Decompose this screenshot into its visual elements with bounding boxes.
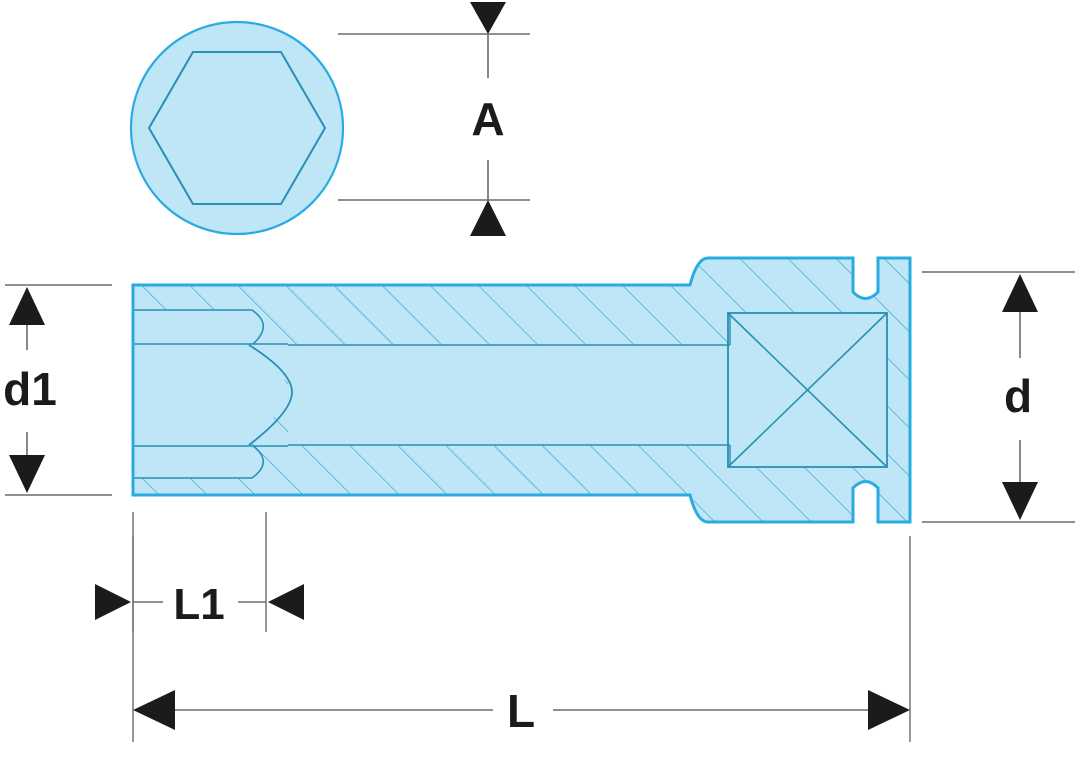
hex-relief-upper — [133, 310, 263, 344]
hex-flank-curve-mid — [248, 344, 293, 446]
dimension-L-label: L — [507, 685, 535, 737]
dimension-L1-label: L1 — [173, 580, 224, 629]
dimension-L-arrow-left — [133, 690, 175, 730]
end-view-hexagon — [147, 51, 327, 205]
socket-outline — [131, 256, 912, 524]
square-drive-outline — [727, 312, 888, 468]
dimension-A-arrow-top — [470, 2, 506, 34]
end-view-group — [129, 20, 345, 236]
dimension-d1-arrow-bottom — [9, 455, 45, 493]
dimension-L1: L1 — [95, 512, 304, 632]
dimension-d-label: d — [1004, 370, 1032, 422]
dimension-A: A — [338, 2, 530, 236]
square-drive-diagonal-2 — [727, 312, 888, 468]
hex-relief-lower — [133, 446, 263, 478]
dimension-L: L — [132, 536, 911, 742]
through-bore — [288, 345, 730, 445]
dimension-d1: d1 — [3, 284, 112, 496]
dimension-d-arrow-bottom — [1002, 482, 1038, 520]
hex-flank-curve-lower — [251, 445, 265, 479]
dimension-d1-label: d1 — [3, 363, 57, 415]
hex-flank-curve-upper — [251, 309, 265, 345]
dimension-A-label: A — [471, 93, 504, 145]
dimension-d1-arrow-top — [9, 287, 45, 325]
dimension-L1-arrow-left — [95, 584, 131, 620]
dimension-A-arrow-bottom — [470, 200, 506, 236]
section-view-group — [131, 256, 912, 524]
dimension-d-arrow-top — [1002, 274, 1038, 312]
dimension-L-arrow-right — [868, 690, 910, 730]
socket-bore-void — [133, 345, 288, 445]
dimension-L1-arrow-right — [268, 584, 304, 620]
dimension-d: d — [922, 271, 1075, 523]
